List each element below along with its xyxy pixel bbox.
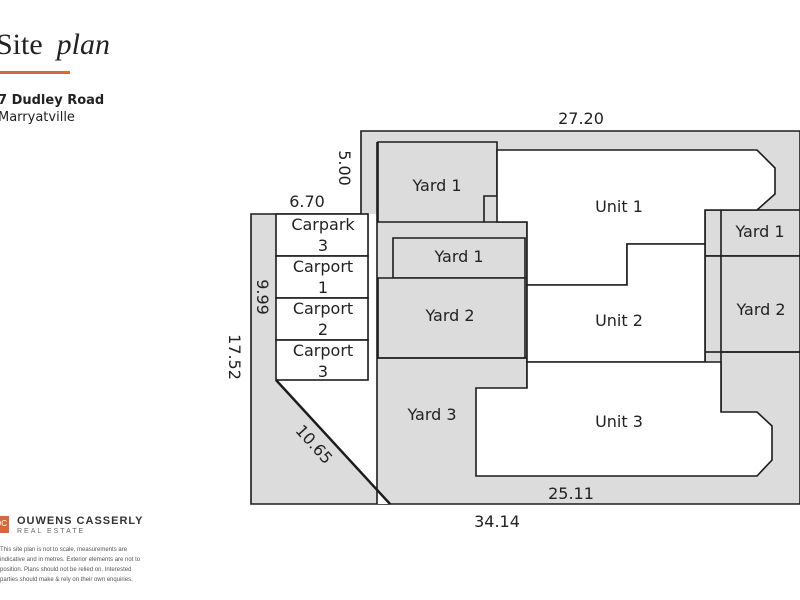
label-carpark-3-line1: Carpark (291, 215, 355, 234)
dim-yard-depth: 5.00 (335, 150, 354, 186)
label-unit-3: Unit 3 (595, 412, 643, 431)
address-suburb: Marryatville (0, 110, 75, 125)
label-yard-3: Yard 3 (406, 405, 456, 424)
dim-left: 17.52 (225, 334, 244, 380)
dim-carport-depth: 9.99 (253, 279, 272, 315)
label-carport-1-line2: 1 (318, 278, 328, 297)
label-unit-1: Unit 1 (595, 197, 643, 216)
label-unit-2: Unit 2 (595, 311, 643, 330)
label-carpark-3-line2: 3 (318, 236, 328, 255)
disclaimer-text: This site plan is not to scale, measurem… (0, 547, 141, 583)
dim-carport-width: 6.70 (289, 192, 325, 211)
label-yard-2-left: Yard 2 (424, 306, 474, 325)
driveway-boundary-diagonal (275, 379, 391, 505)
label-carport-2-line1: Carport (293, 299, 353, 318)
company-logo-icon: OC (0, 516, 9, 533)
company-subtitle: REAL ESTATE (17, 528, 86, 535)
title-underline (0, 71, 70, 74)
company-name: OUWENS CASSERLY (17, 515, 144, 527)
carpark-3-bay (275, 213, 369, 257)
carport-3-bay (275, 339, 369, 381)
label-yard-1-top: Yard 1 (411, 176, 461, 195)
label-yard-2-right: Yard 2 (735, 300, 785, 319)
title-word-site: Site (0, 28, 43, 61)
label-yard-1-right: Yard 1 (734, 222, 784, 241)
dim-bottom-inner: 25.11 (548, 484, 594, 503)
label-carport-2-line2: 2 (318, 320, 328, 339)
label-yard-1-mid: Yard 1 (433, 247, 483, 266)
unit-3 (475, 361, 773, 477)
carport-2-bay (275, 297, 369, 341)
dim-top: 27.20 (558, 109, 604, 128)
label-carport-3-line2: 3 (318, 362, 328, 381)
label-carport-1-line1: Carport (293, 257, 353, 276)
label-carport-3-line1: Carport (293, 341, 353, 360)
page-title: Site plan (0, 30, 110, 60)
title-word-plan: plan (56, 28, 111, 61)
logo-initials: OC (0, 519, 7, 528)
driveway (276, 214, 390, 504)
dim-bottom: 34.14 (474, 512, 520, 531)
yard-1-top (377, 141, 498, 223)
address-street: 7 Dudley Road (0, 93, 105, 108)
